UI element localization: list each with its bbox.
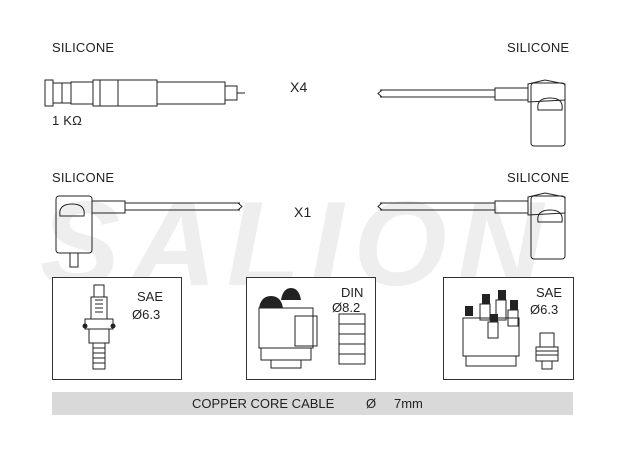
row1-left-label: SILICONE — [52, 40, 115, 55]
straight-plug-connector — [44, 79, 245, 107]
terminal-box-sae-plug: SAE Ø6.3 — [52, 277, 182, 380]
box3-diameter: Ø6.3 — [530, 302, 559, 317]
cable-type: COPPER CORE CABLE — [192, 396, 335, 411]
row2-quantity: X1 — [294, 204, 312, 220]
box1-standard: SAE — [137, 289, 164, 304]
distributor-cap-sae-icon — [462, 290, 559, 370]
row2-left-label: SILICONE — [52, 170, 115, 185]
box3-standard: SAE — [536, 285, 563, 300]
box1-diameter: Ø6.3 — [132, 307, 161, 322]
angled-boot-row2-left — [55, 195, 243, 268]
row1-right-label: SILICONE — [507, 40, 570, 55]
box2-diameter: Ø8.2 — [332, 300, 361, 315]
cable-spec-bar: COPPER CORE CABLE Ø 7mm — [52, 392, 573, 415]
spark-plug-icon — [82, 284, 116, 370]
row1-quantity: X4 — [290, 79, 308, 95]
box2-standard: DIN — [341, 285, 364, 300]
cable-diameter: 7mm — [394, 396, 423, 411]
diameter-symbol: Ø — [366, 396, 377, 411]
row2-right-label: SILICONE — [507, 170, 570, 185]
distributor-cap-icon — [258, 288, 366, 369]
angled-boot-row1 — [377, 79, 566, 147]
terminal-box-din-distributor: DIN Ø8.2 — [246, 277, 376, 380]
row1-resistance: 1 KΩ — [52, 113, 83, 128]
terminal-box-sae-distributor: SAE Ø6.3 — [443, 277, 574, 380]
angled-boot-row2-right — [377, 192, 566, 260]
